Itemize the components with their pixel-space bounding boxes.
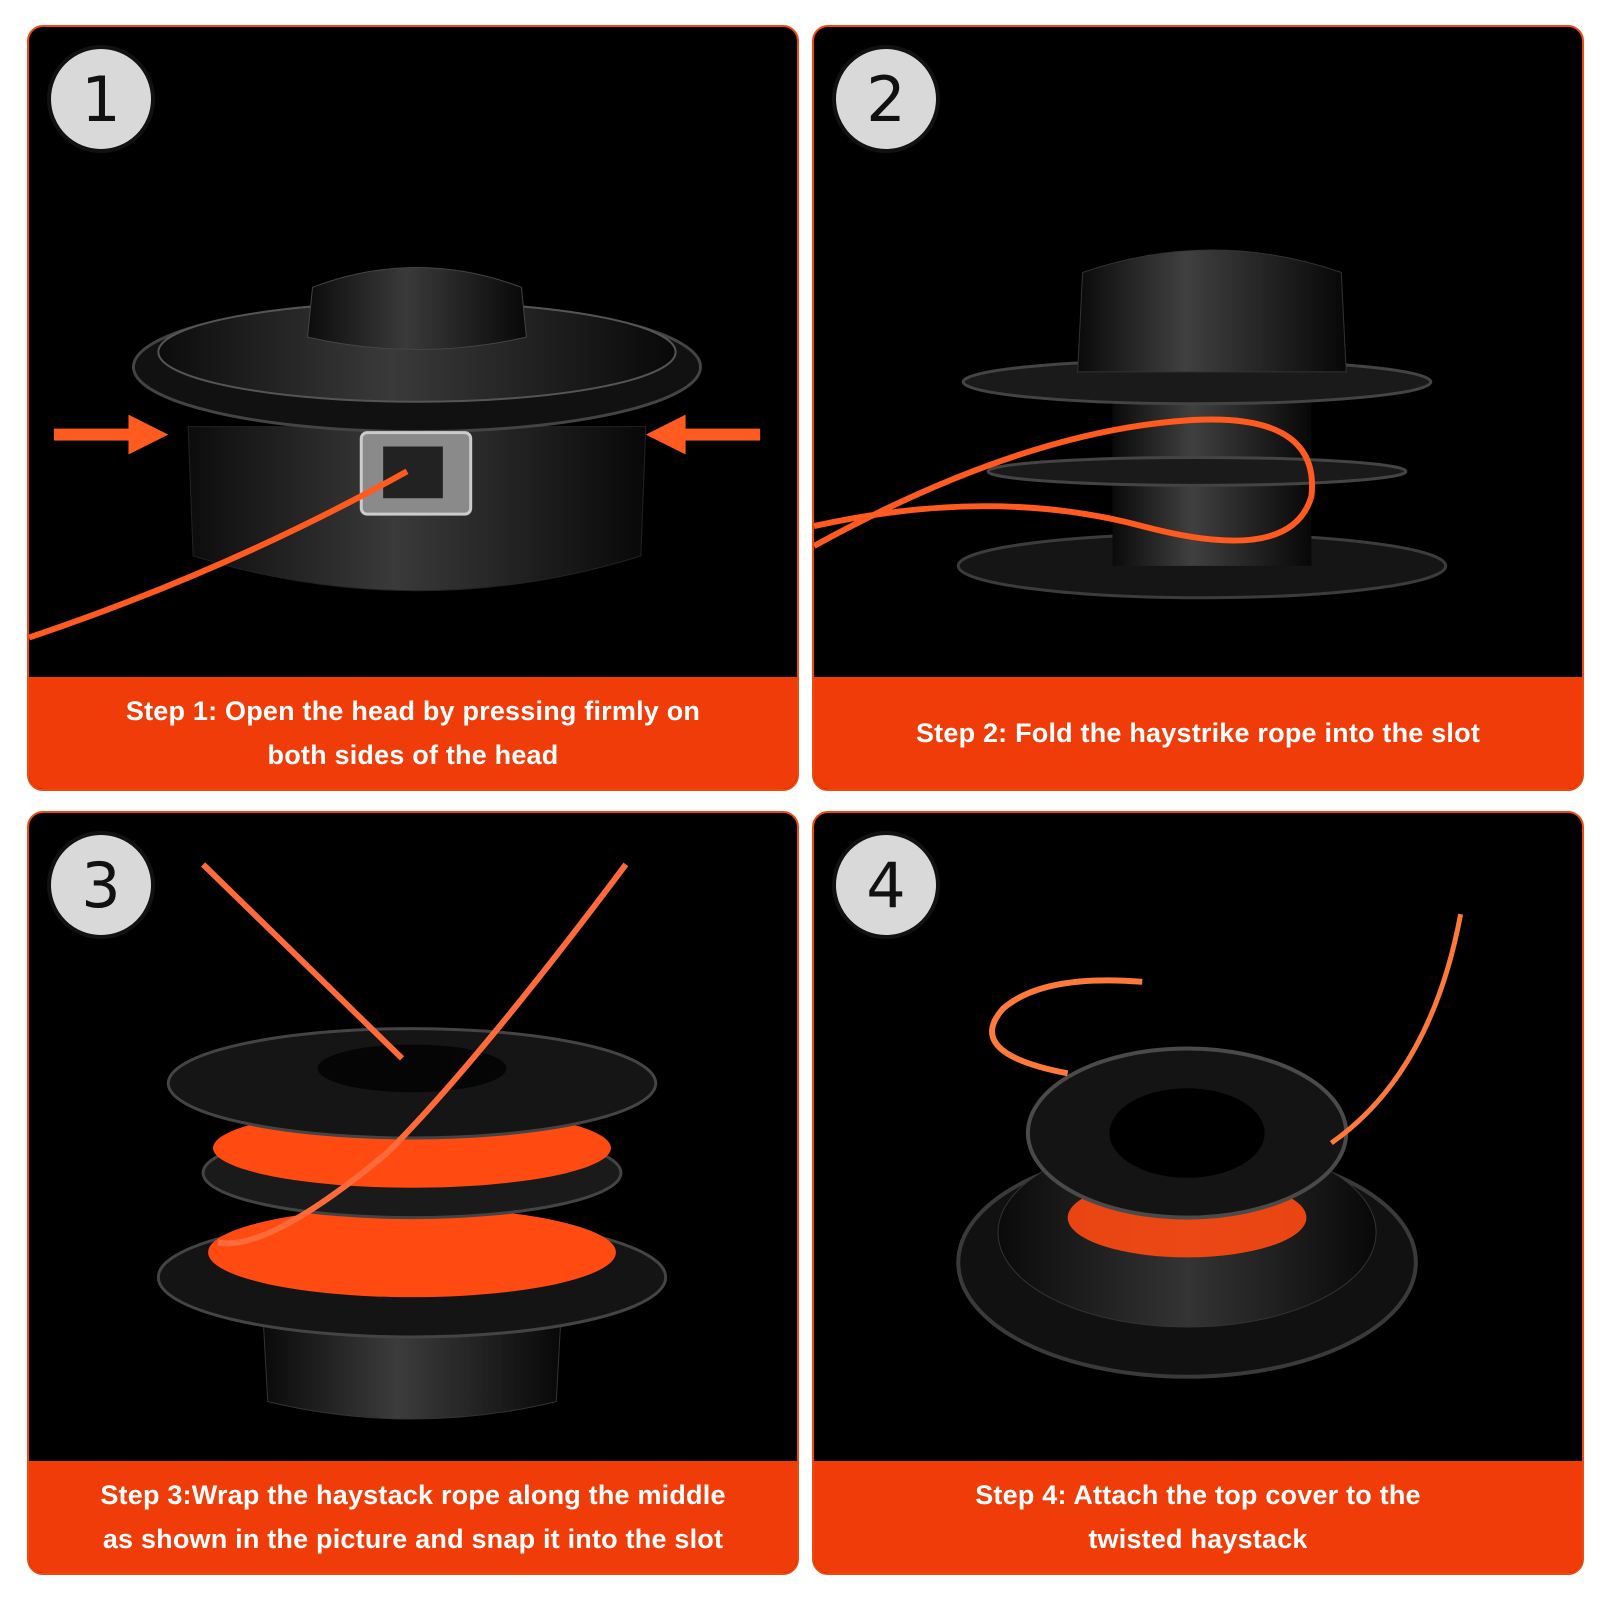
step-number-badge: 3: [47, 831, 155, 939]
step-number-badge: 4: [832, 831, 940, 939]
spool-wrapped-with-line-illustration: [156, 862, 668, 1420]
step-3-panel: 3 Step 3:Wrap the haystack rope along th…: [27, 811, 799, 1575]
step-4-panel: 4 Step 4: Attach the top cover to the tw…: [812, 811, 1584, 1575]
caption-line: both sides of the head: [267, 740, 559, 770]
right-arrow-icon: [645, 414, 761, 455]
caption-line: Step 4: Attach the top cover to the: [975, 1480, 1421, 1510]
step-3-photo: [29, 813, 797, 1465]
step-number-badge: 1: [47, 45, 155, 153]
step-caption: Step 2: Fold the haystrike rope into the…: [814, 677, 1582, 789]
trimmer-head-closed-illustration: [29, 267, 761, 641]
step-2-panel: 2 Step 2: Fold the haystrike rope into t…: [812, 25, 1584, 791]
trimmer-head-with-cover-illustration: [956, 913, 1464, 1379]
caption-line: twisted haystack: [1088, 1524, 1308, 1554]
caption-line: as shown in the picture and snap it into…: [102, 1524, 724, 1554]
step-2-photo: [814, 27, 1582, 679]
step-1-photo: [29, 27, 797, 679]
step-1-panel: 1 Step 1: Open the head by pressing firm…: [27, 25, 799, 791]
step-caption: Step 3:Wrap the haystack rope along the …: [29, 1461, 797, 1573]
left-arrow-icon: [53, 414, 169, 455]
step-caption: Step 4: Attach the top cover to the twis…: [814, 1461, 1582, 1573]
caption-line: Step 1: Open the head by pressing firmly…: [125, 696, 701, 726]
caption-line: Step 3:Wrap the haystack rope along the …: [100, 1480, 726, 1510]
step-number-badge: 2: [832, 45, 940, 153]
step-caption: Step 1: Open the head by pressing firmly…: [29, 677, 797, 789]
step-4-photo: [814, 813, 1582, 1465]
caption-line: Step 2: Fold the haystrike rope into the…: [915, 718, 1481, 748]
spool-with-folded-line-illustration: [814, 249, 1448, 600]
